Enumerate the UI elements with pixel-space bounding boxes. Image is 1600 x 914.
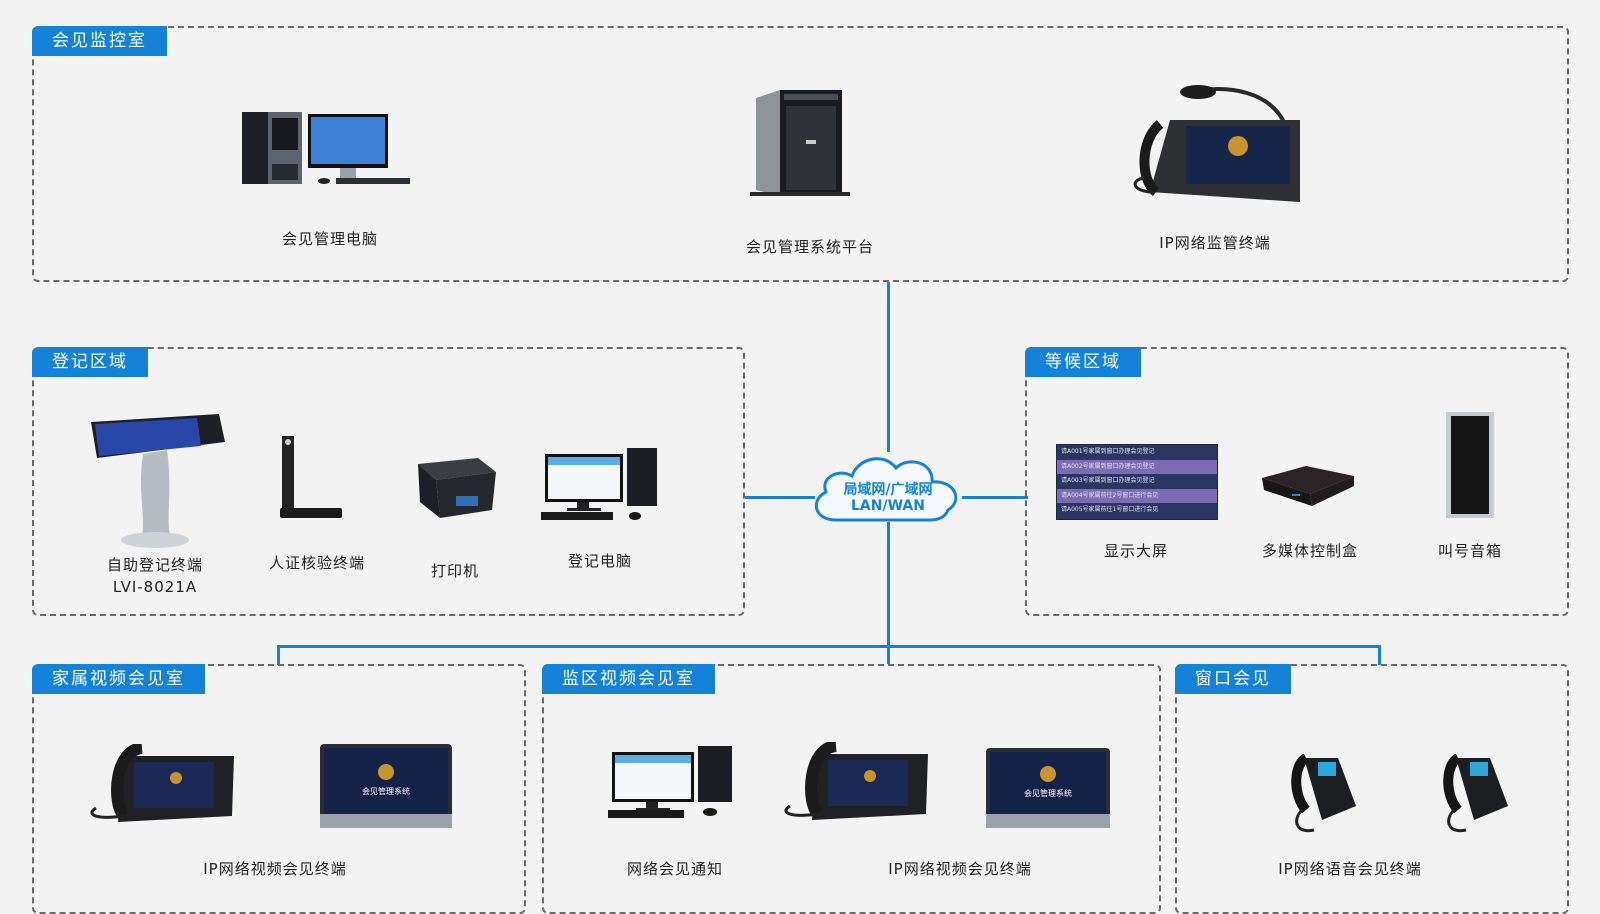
desktop-computer-icon xyxy=(242,112,410,184)
zone-registration: 登记区域 xyxy=(32,347,745,616)
device-label: 多媒体控制盒 xyxy=(1261,542,1358,560)
link-bus-to-family-room xyxy=(277,645,280,665)
video-phone-icon xyxy=(84,744,244,824)
device-ip-voice-terminal[interactable]: IP网络语音会见终端 xyxy=(1235,858,1465,880)
ip-phone-icon xyxy=(1290,754,1360,840)
device-label: 打印机 xyxy=(430,562,479,580)
column-speaker-icon xyxy=(1446,412,1494,518)
screen-text: 会见管理系统 xyxy=(1024,789,1072,798)
display-row: 请A002号家属到窗口办理会见登记 xyxy=(1057,459,1217,475)
lan-wan-cloud: 局域网/广域网 LAN/WAN xyxy=(808,448,968,528)
screen-text: 会见管理系统 xyxy=(362,787,410,796)
cloud-icon xyxy=(814,457,958,522)
video-terminal-icon: 会见管理系统 xyxy=(984,746,1112,830)
device-printer[interactable]: 打印机 xyxy=(400,456,510,582)
link-cloud-to-bottom xyxy=(887,522,890,664)
link-registration-to-cloud xyxy=(745,496,815,499)
device-label: IP网络语音会见终端 xyxy=(1278,860,1422,878)
device-label: 自助登记终端 xyxy=(106,556,203,574)
cloud-label-cn: 局域网/广域网 xyxy=(843,482,933,498)
device-label: IP网络监管终端 xyxy=(1159,234,1271,252)
bottom-bus-line xyxy=(277,645,1381,648)
printer-icon xyxy=(418,458,496,518)
device-label: 会见管理系统平台 xyxy=(745,238,874,256)
display-row: 请A005号家属前往1号窗口进行会见 xyxy=(1061,506,1159,514)
video-terminal-icon: 会见管理系统 xyxy=(318,742,454,830)
device-label: 人证核验终端 xyxy=(268,554,365,572)
link-cloud-to-waiting xyxy=(962,496,1028,499)
link-bus-to-window xyxy=(1378,645,1381,665)
video-phone-with-microphone-icon xyxy=(1133,85,1300,202)
device-ip-video-terminal-inmate[interactable]: IP网络视频会见终端 xyxy=(845,858,1075,880)
zone-title: 登记区域 xyxy=(32,347,148,377)
zone-title: 监区视频会见室 xyxy=(542,664,715,694)
device-media-control-box[interactable]: 多媒体控制盒 xyxy=(1250,460,1370,562)
cloud-label-en: LAN/WAN xyxy=(851,498,925,514)
device-self-service-kiosk[interactable]: 自助登记终端 LVI-8021A xyxy=(85,412,225,598)
desktop-computer-icon xyxy=(608,746,732,818)
media-control-box-icon xyxy=(1262,466,1354,506)
device-display-screen[interactable]: 显示大屏 xyxy=(1076,540,1196,562)
device-management-pc[interactable]: 会见管理电脑 xyxy=(240,108,420,250)
zone-waiting: 等候区域 xyxy=(1025,347,1569,616)
zone-monitor-room: 会见监控室 xyxy=(32,26,1569,282)
ip-phone-icon xyxy=(1442,754,1512,840)
display-row: 请A003号家属到窗口办理会见登记 xyxy=(1061,477,1155,485)
display-row: 请A001号家属到窗口办理会见登记 xyxy=(1061,448,1155,455)
device-network-notification-pc[interactable]: 网络会见通知 xyxy=(600,744,750,880)
zone-title: 会见监控室 xyxy=(32,26,167,56)
device-registration-pc[interactable]: 登记电脑 xyxy=(535,446,665,572)
video-phone-icon xyxy=(778,742,938,822)
device-label: IP网络视频会见终端 xyxy=(203,860,347,878)
device-model: LVI-8021A xyxy=(112,578,198,596)
device-label: 会见管理电脑 xyxy=(281,230,378,248)
zone-title: 窗口会见 xyxy=(1175,664,1291,694)
device-label: 显示大屏 xyxy=(1103,542,1168,560)
tower-server-icon xyxy=(750,90,850,196)
device-label: 叫号音箱 xyxy=(1437,542,1502,560)
device-ip-supervision-terminal[interactable]: IP网络监管终端 xyxy=(1120,80,1310,254)
self-service-kiosk-icon xyxy=(91,414,225,548)
device-ip-video-terminal-family[interactable]: IP网络视频会见终端 xyxy=(160,858,390,880)
id-verification-terminal-icon xyxy=(280,436,342,518)
desktop-computer-icon xyxy=(541,448,657,520)
display-screen-icon: 请A001号家属到窗口办理会见登记 请A002号家属到窗口办理会见登记 请A00… xyxy=(1056,444,1218,520)
device-calling-speaker[interactable]: 叫号音箱 xyxy=(1410,410,1530,562)
zone-title: 等候区域 xyxy=(1025,347,1141,377)
device-label: 网络会见通知 xyxy=(626,860,723,878)
device-id-verification-terminal[interactable]: 人证核验终端 xyxy=(252,434,382,574)
zone-title: 家属视频会见室 xyxy=(32,664,205,694)
device-management-platform[interactable]: 会见管理系统平台 xyxy=(720,88,900,258)
device-label: 登记电脑 xyxy=(567,552,632,570)
device-label: IP网络视频会见终端 xyxy=(888,860,1032,878)
display-row: 请A004号家属前往2号窗口进行会见 xyxy=(1057,488,1217,504)
link-monitor-to-cloud xyxy=(887,282,890,452)
